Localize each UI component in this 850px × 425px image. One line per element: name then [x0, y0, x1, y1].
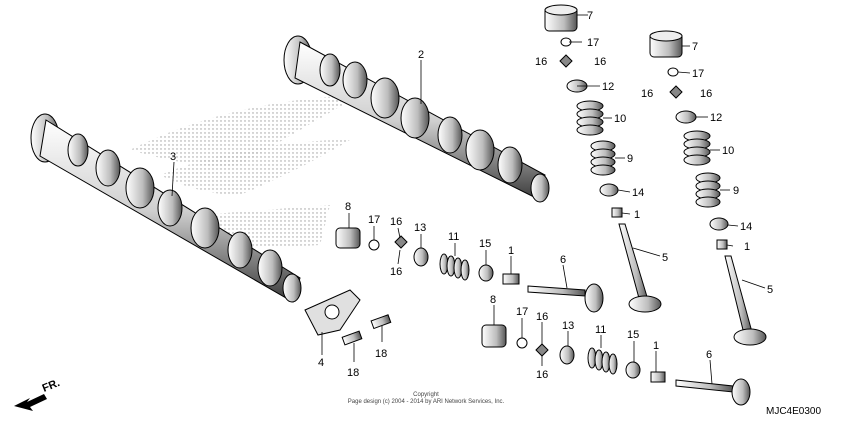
callout-1: 1 [744, 241, 750, 253]
callout-6: 6 [560, 254, 566, 266]
front-direction-arrow-icon [14, 394, 47, 411]
callout-15: 15 [627, 329, 639, 341]
copyright-line-1: Copyright [413, 392, 439, 398]
callout-16: 16 [536, 369, 548, 381]
callout-12: 12 [602, 81, 614, 93]
callout-14: 14 [632, 187, 644, 199]
callout-5: 5 [767, 284, 773, 296]
callout-10: 10 [722, 145, 734, 157]
callout-10: 10 [614, 113, 626, 125]
valve-assembly-c[interactable] [335, 227, 604, 313]
callout-18: 18 [347, 367, 359, 379]
callout-labels: 7 17 16 16 12 10 9 14 1 5 7 17 16 16 12 … [170, 10, 773, 381]
callout-8: 8 [345, 201, 351, 213]
callout-16: 16 [594, 56, 606, 68]
callout-11: 11 [448, 231, 459, 243]
callout-3: 3 [170, 151, 176, 163]
callout-16: 16 [535, 56, 547, 68]
callout-2: 2 [418, 49, 424, 61]
callout-4: 4 [318, 357, 324, 369]
leader-lines [171, 14, 766, 385]
copyright-line-2: Page design (c) 2004 - 2014 by ARI Netwo… [348, 399, 505, 405]
callout-16: 16 [390, 216, 402, 228]
callout-16: 16 [700, 88, 712, 100]
front-direction-label: FR. [41, 377, 62, 395]
lower-camshaft[interactable] [30, 113, 302, 303]
cam-holder-plate[interactable] [304, 289, 361, 336]
callout-6: 6 [706, 349, 712, 361]
callout-17: 17 [587, 37, 599, 49]
callout-7: 7 [587, 10, 593, 22]
callout-12: 12 [710, 112, 722, 124]
callout-15: 15 [479, 238, 491, 250]
callout-9: 9 [627, 153, 633, 165]
callout-11: 11 [595, 324, 606, 336]
callout-7: 7 [692, 41, 698, 53]
valve-assembly-a[interactable] [544, 4, 662, 313]
callout-1: 1 [634, 209, 640, 221]
callout-14: 14 [740, 221, 752, 233]
upper-camshaft[interactable] [283, 35, 550, 203]
callout-1: 1 [653, 340, 659, 352]
callout-9: 9 [733, 185, 739, 197]
callout-16: 16 [641, 88, 653, 100]
callout-17: 17 [692, 68, 704, 80]
callout-8: 8 [490, 294, 496, 306]
callout-1: 1 [508, 245, 514, 257]
callout-13: 13 [562, 320, 574, 332]
callout-17: 17 [516, 306, 528, 318]
callout-13: 13 [414, 222, 426, 234]
callout-5: 5 [662, 252, 668, 264]
callout-16: 16 [536, 311, 548, 323]
callout-17: 17 [368, 214, 380, 226]
callout-18: 18 [375, 348, 387, 360]
bolt-lower[interactable] [341, 330, 363, 346]
bolt-upper[interactable] [370, 314, 392, 330]
valve-assembly-d[interactable] [481, 324, 751, 406]
valve-assembly-b[interactable] [649, 30, 767, 346]
callout-16: 16 [390, 266, 402, 278]
diagram-code: MJC4E0300 [766, 406, 821, 417]
